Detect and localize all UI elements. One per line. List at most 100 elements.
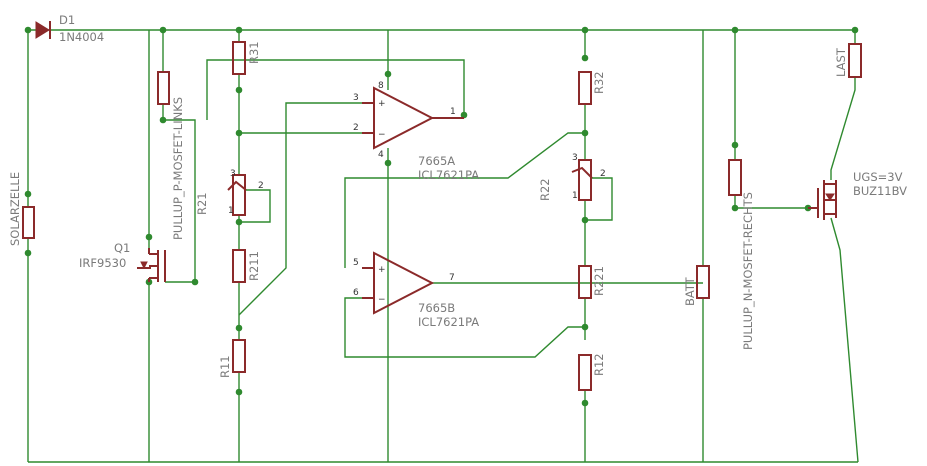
- r12-body: [578, 354, 592, 391]
- label-opa-name: 7665A: [418, 154, 455, 168]
- junction-dot: [731, 204, 739, 212]
- r11-body: [232, 339, 246, 373]
- junction-dot: [235, 388, 243, 396]
- pin-opa-minus-sign: −: [378, 130, 386, 140]
- diode-d1: [35, 21, 51, 39]
- wire-pullup-p-bottom: [162, 104, 196, 282]
- pin-opb-out-number: 7: [449, 273, 455, 283]
- pin-opa-vplus-number: 8: [378, 81, 384, 91]
- label-r221: R221: [592, 266, 606, 296]
- label-r11: R11: [218, 355, 232, 378]
- junction-dot: [731, 26, 739, 34]
- label-opb-name: 7665B: [418, 301, 455, 315]
- junction-dot: [191, 278, 199, 286]
- label-q2-value: BUZ11BV: [853, 184, 907, 198]
- junction-dot: [384, 70, 392, 78]
- label-r211: R211: [247, 251, 261, 281]
- junction-dot: [581, 54, 589, 62]
- r21-body: [232, 174, 246, 216]
- last-body: [848, 43, 862, 78]
- junction-dot: [460, 111, 468, 119]
- label-opa-value: ICL7621PA: [418, 168, 479, 182]
- label-r21: R21: [195, 192, 209, 215]
- junction-dot: [731, 141, 739, 149]
- junction-dot: [581, 26, 589, 34]
- label-pullup-p: PULLUP_P-MOSFET-LINKS: [171, 97, 185, 240]
- batt-body: [696, 265, 710, 299]
- label-last: LAST: [834, 47, 848, 77]
- opamp-a-body: [373, 86, 435, 150]
- junction-dot: [24, 249, 32, 257]
- r22-body: [578, 159, 592, 201]
- junction-dot: [24, 190, 32, 198]
- r221-body: [578, 265, 592, 299]
- labels: D1 1N4004 SOLARZELLE Q1 IRF9530 PULLUP_P…: [8, 13, 907, 378]
- r21-wiper-arrow: [227, 180, 247, 191]
- label-r22: R22: [538, 178, 552, 201]
- wires: [27, 29, 859, 463]
- pin-r22-3: 3: [572, 153, 578, 163]
- r31-body: [232, 41, 246, 75]
- junction-dot: [581, 129, 589, 137]
- junction-dot: [235, 26, 243, 34]
- junction-dot: [235, 129, 243, 137]
- wire-opa-output-loop: [206, 59, 465, 120]
- junction-dot: [145, 233, 153, 241]
- junction-dots: [24, 26, 859, 407]
- junction-dot: [235, 218, 243, 226]
- pin-opb-minus-number: 6: [353, 288, 359, 298]
- wire-opb-plus: [344, 132, 585, 268]
- junction-dot: [159, 116, 167, 124]
- pin-opa-out-number: 1: [450, 107, 456, 117]
- junction-dot: [384, 159, 392, 167]
- mosfet-q1: [137, 248, 166, 282]
- pin-r22-2: 2: [600, 169, 606, 179]
- label-r12: R12: [592, 353, 606, 376]
- label-r32: R32: [592, 71, 606, 94]
- label-opb-value: ICL7621PA: [418, 315, 479, 329]
- label-q1-value: IRF9530: [79, 256, 126, 270]
- pin-opb-minus-sign: −: [378, 295, 386, 305]
- junction-dot: [235, 324, 243, 332]
- q1-body-diode: [140, 261, 148, 270]
- junction-dot: [159, 26, 167, 34]
- label-r31: R31: [247, 41, 261, 64]
- junction-dot: [581, 399, 589, 407]
- wire-r22-wiper: [585, 177, 613, 221]
- pin-opb-plus-sign: +: [378, 265, 386, 275]
- r22-wiper-arrow: [571, 166, 593, 179]
- label-pullup-n: PULLUP_N-MOSFET-RECHTS: [741, 192, 755, 350]
- pin-opa-plus-number: 3: [353, 93, 359, 103]
- pullup-n-body: [728, 159, 742, 196]
- junction-dot: [235, 86, 243, 94]
- solar-cell-body: [22, 206, 35, 239]
- pin-r21-2: 2: [258, 181, 264, 191]
- components: [22, 21, 862, 391]
- pin-r21-1: 1: [228, 206, 234, 216]
- r211-body: [232, 249, 246, 283]
- mosfet-q2: [808, 180, 837, 220]
- pin-r21-3: 3: [230, 169, 236, 179]
- wire-opb-minus: [344, 297, 585, 358]
- junction-dot: [581, 216, 589, 224]
- label-q2-name: UGS=3V: [853, 170, 903, 184]
- label-d1-name: D1: [59, 13, 75, 27]
- diode-d1-triangle: [35, 21, 50, 39]
- label-d1-value: 1N4004: [59, 30, 104, 44]
- wire-last-drain: [830, 77, 856, 180]
- pin-labels: 3 2 1 8 4 + − 5 6 7 + − 3 2 1 3 2 1: [228, 81, 606, 305]
- junction-dot: [851, 26, 859, 34]
- pin-opa-plus-sign: +: [378, 99, 386, 109]
- pin-opb-plus-number: 5: [353, 258, 359, 268]
- pin-opa-vminus-number: 4: [378, 150, 384, 160]
- pullup-p-body: [157, 71, 170, 105]
- junction-dot: [581, 323, 589, 331]
- label-solar: SOLARZELLE: [8, 172, 22, 246]
- wire-q2-source: [830, 217, 859, 463]
- pin-opa-minus-number: 2: [353, 123, 359, 133]
- r32-body: [578, 71, 592, 105]
- q2-arrow: [825, 193, 835, 201]
- junction-dot: [24, 26, 32, 34]
- label-batt: BATT: [683, 276, 697, 306]
